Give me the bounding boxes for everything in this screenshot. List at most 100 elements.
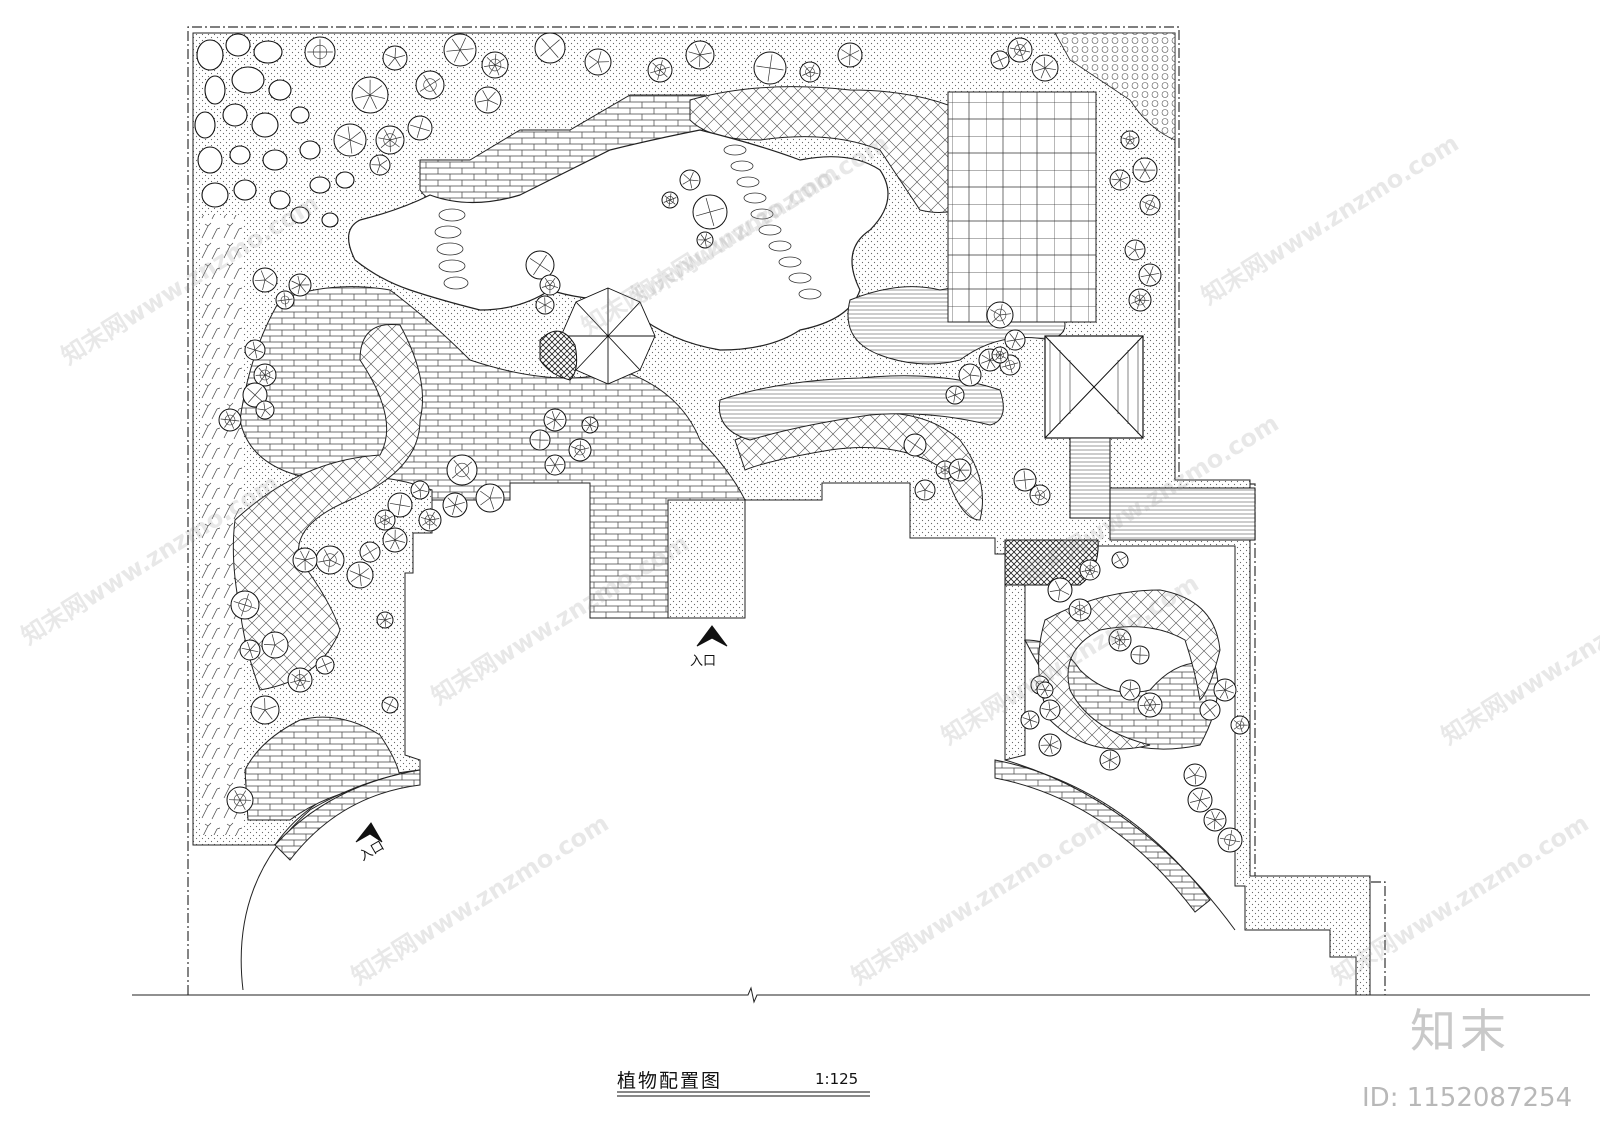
tree-symbol [1203,808,1227,832]
tree-symbol [1124,239,1146,261]
tree-symbol [359,541,381,563]
tree-symbol [230,590,260,620]
tree-symbol [275,290,295,310]
tree-symbol [1038,733,1062,757]
tree-symbol [315,545,345,575]
tree-symbol [1132,157,1158,183]
tree-symbol [1138,263,1162,287]
arc-east-band [994,759,1211,913]
tree-symbol [1099,749,1121,771]
tree-symbol [407,115,433,141]
tree-symbol [753,51,787,85]
tree-symbol [991,346,1009,364]
stepping-stones [434,144,822,300]
tree-symbol [679,169,701,191]
rockery [194,33,355,228]
umbrella-pavilion [560,287,656,385]
tree-symbol [287,667,313,693]
tree-symbol [1213,678,1237,702]
tree-symbol [1230,715,1250,735]
tree-symbol [375,125,405,155]
tree-symbol [1183,763,1207,787]
tree-symbol [481,51,509,79]
entrance-arrow-top [696,625,728,647]
ground-cover-band-2 [718,375,1004,441]
tree-symbol [986,301,1014,329]
tree-symbol [288,273,312,297]
tree-symbol [346,561,374,589]
tree-symbol [581,416,599,434]
arc-west-band [274,769,421,861]
tree-symbol [418,508,442,532]
dark-hatch-planting [539,330,578,381]
tree-symbol [544,454,566,476]
tree-symbol [252,267,278,293]
tree-symbol [304,36,336,68]
tree-symbol [1130,645,1150,665]
tree-symbol [369,154,391,176]
tree-symbol [292,547,318,573]
tree-symbol [475,483,505,513]
tree-symbol [692,194,728,230]
tree-symbol [226,786,254,814]
tree-symbol [474,86,502,114]
tree-symbol [333,123,367,157]
tree-symbol [1047,577,1073,603]
tree-symbol [990,50,1010,70]
tree-symbol [948,458,972,482]
tree-symbol [543,408,567,432]
tree-symbol [1020,710,1040,730]
tree-symbol [1119,679,1141,701]
tree-symbol [218,408,242,432]
tree-symbols [218,32,1250,853]
path-west [232,323,423,691]
tree-symbol [945,385,965,405]
title-underline [617,1091,870,1097]
tree-symbol [244,339,266,361]
tree-symbol [1036,681,1054,699]
tree-symbol [255,400,275,420]
drawing-title: 植物配置图 [617,1070,723,1092]
tree-symbol [1217,827,1243,853]
tree-symbol [1031,54,1059,82]
tree-symbol [584,48,612,76]
watermark-brand: 知末 [1410,1004,1510,1058]
tree-symbol [250,695,280,725]
tree-symbol [1111,551,1129,569]
tree-symbol [696,231,714,249]
tree-symbol [1139,194,1161,216]
tree-symbol [1120,130,1140,150]
tree-symbol [261,631,289,659]
tree-symbol [568,438,592,462]
tree-symbol [1068,598,1092,622]
tree-symbol [442,492,468,518]
tree-symbol [647,57,673,83]
tree-symbol [534,32,566,64]
tree-symbol [443,33,477,67]
tree-symbol [1108,628,1132,652]
tree-symbol [1137,692,1163,718]
tree-symbol [1007,37,1033,63]
ground-line [132,986,1590,1004]
tree-symbol [914,479,936,501]
tree-symbol [685,40,715,70]
tree-symbol [239,639,261,661]
drawing-scale: 1:125 [815,1070,859,1088]
tree-symbol [1029,484,1051,506]
tree-symbol [376,611,394,629]
wood-deck-grid [947,91,1097,323]
tree-symbol [382,527,408,553]
tree-symbol [1079,559,1101,581]
tree-symbol [1109,169,1131,191]
tree-symbol [1128,288,1152,312]
brick-paving-sw [244,716,401,821]
arc-east-outer [1004,759,1236,931]
tree-symbol [799,61,821,83]
tree-symbol [535,295,555,315]
tree-symbol [529,429,551,451]
tree-symbol [374,509,396,531]
tree-symbol [958,363,982,387]
tree-symbol [837,42,863,68]
pavilion-east [1044,335,1256,541]
